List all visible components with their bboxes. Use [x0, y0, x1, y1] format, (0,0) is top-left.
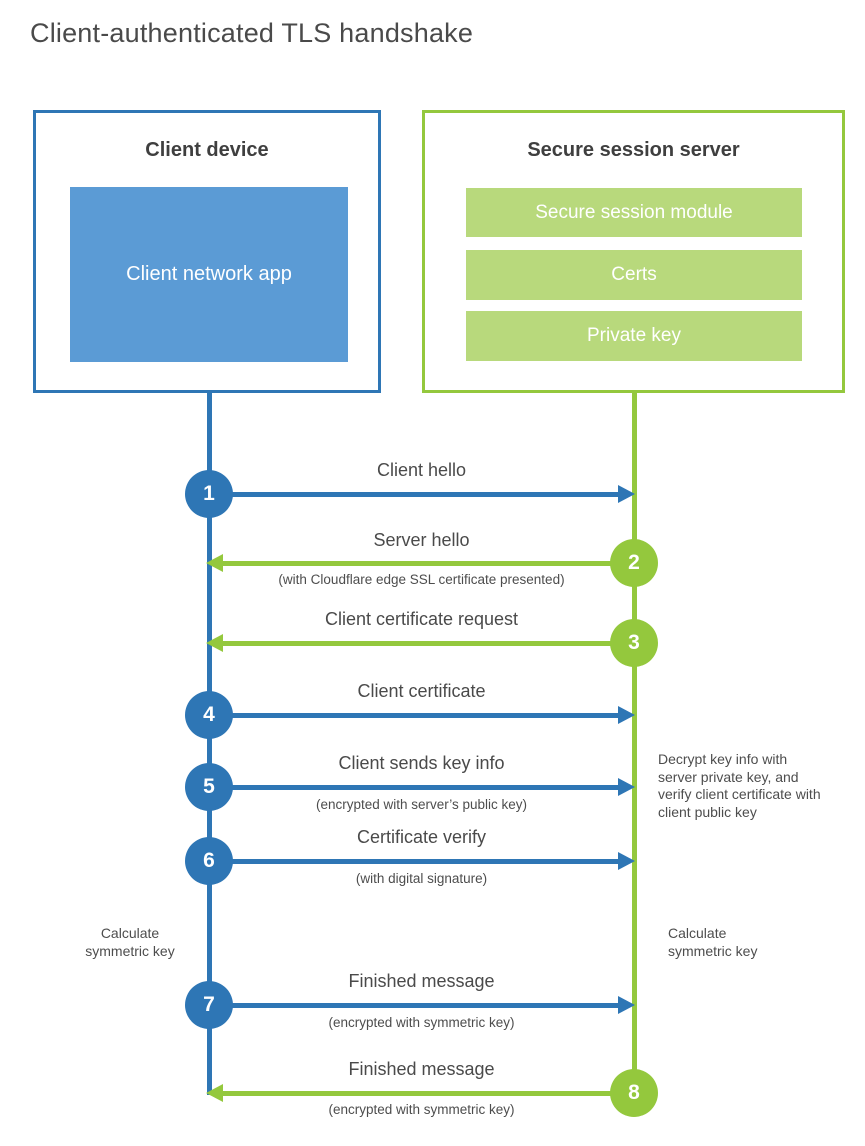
step-6-circle: 6	[185, 837, 233, 885]
secure-session-server-box: Secure session server Secure session mod…	[422, 110, 845, 393]
client-lifeline	[207, 393, 212, 1095]
step-2-arrowhead-icon	[206, 554, 223, 572]
step-8-arrowhead-icon	[206, 1084, 223, 1102]
step-1-circle: 1	[185, 470, 233, 518]
step-3-arrow	[223, 641, 634, 646]
step-4-arrowhead-icon	[618, 706, 635, 724]
server-lifeline	[632, 393, 637, 1093]
step-3-arrowhead-icon	[206, 634, 223, 652]
step-7-circle: 7	[185, 981, 233, 1029]
client-device-box: Client device Client network app	[33, 110, 381, 393]
step-3-circle: 3	[610, 619, 658, 667]
step-3-label: Client certificate request	[324, 609, 519, 629]
step-5-circle: 5	[185, 763, 233, 811]
calculate-symmetric-key-client-note: Calculate symmetric key	[85, 925, 175, 959]
step-4-arrow	[209, 713, 619, 718]
step-2-sublabel: (with Cloudflare edge SSL certificate pr…	[278, 572, 565, 587]
step-4-label: Client certificate	[357, 681, 486, 701]
step-1-arrow	[209, 492, 619, 497]
step-8-label: Finished message	[348, 1059, 495, 1079]
step-8-sublabel: (encrypted with symmetric key)	[328, 1102, 515, 1117]
step-6-label: Certificate verify	[356, 827, 487, 847]
secure-session-server-title: Secure session server	[527, 139, 740, 161]
step-6-sublabel: (with digital signature)	[355, 871, 488, 886]
step-8-circle: 8	[610, 1069, 658, 1117]
step-7-arrow	[209, 1003, 619, 1008]
step-5-arrowhead-icon	[618, 778, 635, 796]
calculate-symmetric-key-server-note: Calculate symmetric key	[668, 925, 758, 959]
step-7-sublabel: (encrypted with symmetric key)	[328, 1015, 515, 1030]
step-7-label: Finished message	[348, 971, 495, 991]
server-module-secure-session: Secure session module	[466, 188, 802, 237]
step-2-arrow	[223, 561, 634, 566]
step-8-arrow	[223, 1091, 634, 1096]
step-5-sublabel: (encrypted with server’s public key)	[315, 797, 528, 812]
step-2-label: Server hello	[373, 530, 470, 550]
page-title: Client-authenticated TLS handshake	[30, 18, 474, 48]
step-6-arrowhead-icon	[618, 852, 635, 870]
client-device-title: Client device	[145, 139, 269, 161]
server-module-certs: Certs	[466, 250, 802, 300]
step-1-arrowhead-icon	[618, 485, 635, 503]
decrypt-key-info-note: Decrypt key info with server private key…	[658, 751, 821, 820]
step-1-label: Client hello	[376, 460, 467, 480]
step-5-arrow	[209, 785, 619, 790]
step-7-arrowhead-icon	[618, 996, 635, 1014]
step-5-label: Client sends key info	[338, 753, 505, 773]
server-module-private-key: Private key	[466, 311, 802, 361]
step-2-circle: 2	[610, 539, 658, 587]
step-6-arrow	[209, 859, 619, 864]
client-network-app-rect: Client network app	[70, 187, 348, 362]
step-4-circle: 4	[185, 691, 233, 739]
